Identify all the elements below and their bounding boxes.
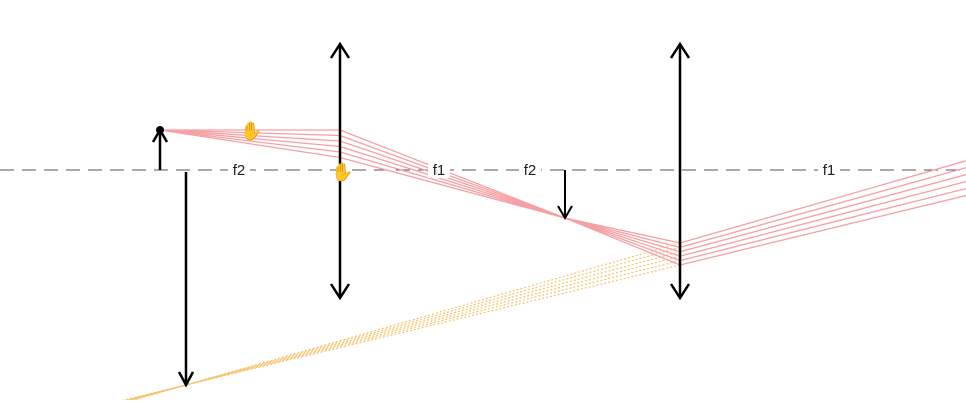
virtual-rays bbox=[121, 242, 681, 400]
real-ray bbox=[679, 160, 966, 244]
real-ray bbox=[339, 134, 566, 219]
virtual-ray bbox=[123, 260, 681, 400]
real-ray bbox=[679, 174, 966, 253]
virtual-ray bbox=[131, 242, 681, 400]
real-ray bbox=[679, 187, 966, 262]
real-ray bbox=[679, 167, 966, 249]
lens-2[interactable] bbox=[669, 41, 691, 301]
virtual-ray bbox=[128, 251, 681, 400]
real-ray bbox=[564, 217, 681, 262]
real-ray bbox=[564, 217, 681, 249]
real-ray bbox=[159, 129, 341, 142]
virtual-ray bbox=[129, 246, 681, 400]
focal-label-text: f2 bbox=[233, 162, 246, 179]
real-ray bbox=[564, 217, 681, 253]
hand-grab-icon[interactable]: ✋ bbox=[240, 120, 262, 142]
real-ray bbox=[339, 140, 566, 219]
focal-label-lens2-left: f2 bbox=[519, 160, 541, 179]
focal-label-lens1-left: f2 bbox=[228, 160, 250, 179]
real-ray bbox=[564, 217, 681, 244]
real-ray bbox=[564, 217, 681, 266]
real-ray bbox=[339, 145, 566, 219]
focal-label-text: f2 bbox=[524, 162, 537, 179]
object-arrow[interactable] bbox=[151, 126, 169, 170]
real-ray bbox=[159, 129, 341, 153]
real-ray bbox=[159, 129, 341, 148]
real-rays bbox=[159, 129, 966, 266]
hand-grab-icon[interactable]: ✋ bbox=[331, 161, 353, 183]
virtual-ray bbox=[126, 255, 681, 400]
real-ray bbox=[679, 194, 966, 266]
lens-1[interactable] bbox=[329, 41, 351, 301]
focal-label-lens2-right: f1 bbox=[818, 160, 840, 179]
object-tip-handle[interactable] bbox=[156, 126, 164, 134]
real-ray bbox=[339, 151, 566, 219]
focal-label-text: f1 bbox=[433, 162, 446, 179]
focal-label-lens1-right: f1 bbox=[428, 160, 450, 179]
final-image-arrow bbox=[177, 172, 195, 388]
real-ray bbox=[159, 129, 341, 137]
real-ray bbox=[339, 156, 566, 219]
real-ray bbox=[679, 181, 966, 257]
real-ray bbox=[339, 129, 566, 219]
real-ray bbox=[564, 217, 681, 257]
focal-label-text: f1 bbox=[823, 162, 836, 179]
intermediate-image-arrow bbox=[557, 170, 573, 220]
real-ray bbox=[159, 129, 341, 159]
virtual-ray bbox=[121, 264, 681, 400]
